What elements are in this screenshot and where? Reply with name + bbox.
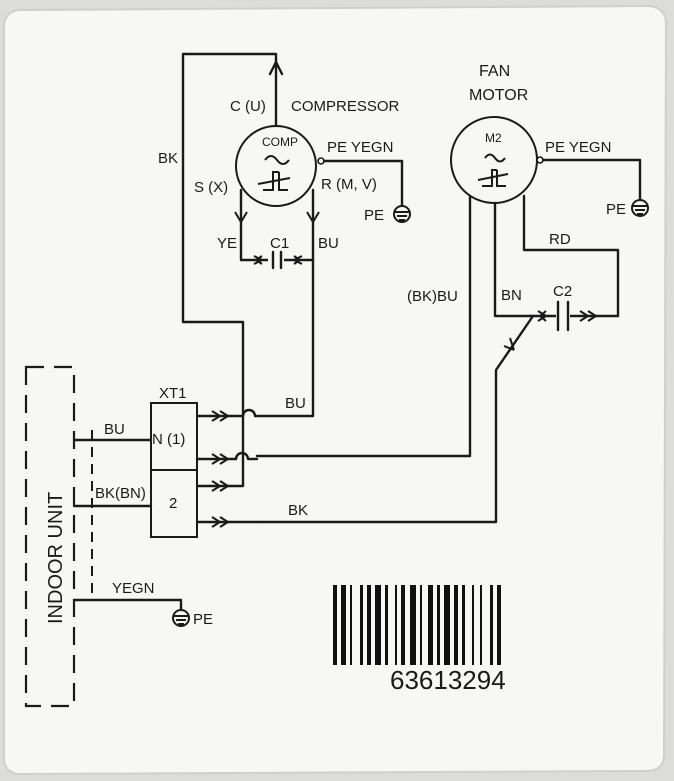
compressor-tilde — [264, 155, 290, 165]
barcode-bar — [395, 585, 397, 665]
indoor-unit-box: INDOOR UNIT — [24, 365, 76, 708]
barcode — [333, 585, 501, 665]
wire-bn-fan — [493, 201, 532, 318]
compressor-ground-icon — [393, 205, 411, 223]
wire-yegn-indoor-label: YEGN — [112, 580, 155, 597]
junction-arrow — [503, 337, 515, 351]
wire-c2-junction — [256, 314, 535, 524]
barcode-bar — [420, 585, 422, 665]
compressor-terminal-c: C (U) — [230, 98, 266, 115]
crossover-row-1 — [241, 408, 258, 418]
c2-label: C2 — [553, 283, 572, 300]
wire-bk-bu-label: (BK)BU — [407, 288, 458, 305]
xt1-terminal-1: N (1) — [152, 431, 185, 448]
barcode-bar — [401, 585, 405, 665]
xt1-arrows-4 — [211, 516, 230, 528]
xt1-arrows-3 — [211, 480, 230, 492]
barcode-bar — [454, 585, 458, 665]
wire-bk-bottom-label: BK — [288, 502, 308, 519]
compressor-group: COMP COMPRESSOR C (U) S (X) R (M, V) PE … — [194, 60, 411, 262]
capacitor-c1: C1 — [239, 235, 315, 270]
indoor-ground-label: PE — [193, 611, 213, 628]
fan-motor-pe-wire — [541, 158, 642, 202]
barcode-bar — [333, 585, 337, 665]
wire-yegn-indoor — [72, 598, 183, 612]
compressor-pe-label: PE YEGN — [327, 139, 393, 156]
fan-motor-ground-label: PE — [606, 201, 626, 218]
wire-ye-label: YE — [217, 235, 237, 252]
compressor-thermal-diag — [257, 177, 291, 185]
r-lead-arrow — [306, 211, 320, 224]
wire-rd-fan — [522, 194, 620, 318]
compressor-pe-wire — [322, 159, 404, 207]
barcode-bar — [490, 585, 493, 665]
barcode-bar — [444, 585, 450, 665]
wire-bu-indoor-label: BU — [104, 421, 125, 438]
barcode-number: 63613294 — [390, 665, 506, 695]
indoor-unit-label: INDOOR UNIT — [45, 492, 67, 624]
xt1-arrows-2 — [211, 453, 230, 465]
barcode-bar — [472, 585, 474, 665]
c1-label: C1 — [270, 235, 289, 252]
barcode-bar — [497, 585, 501, 665]
compressor-title: COMPRESSOR — [291, 98, 400, 115]
terminal-block-xt1: XT1 N (1) 2 — [150, 385, 198, 538]
barcode-bar — [385, 585, 388, 665]
wire-rd-label: RD — [549, 231, 571, 248]
fan-motor-m2-text: M2 — [485, 131, 502, 145]
compressor-ground-label: PE — [364, 207, 384, 224]
indoor-ground-icon — [172, 609, 190, 627]
wire-bk-top — [181, 52, 278, 488]
compressor-comp-text: COMP — [262, 135, 298, 149]
barcode-bar — [428, 585, 433, 665]
fan-motor-pe-label: PE YEGN — [545, 139, 611, 156]
s-lead-arrow — [234, 211, 248, 224]
capacitor-c2: C2 — [528, 283, 598, 332]
xt1-label: XT1 — [159, 385, 187, 402]
barcode-bar — [462, 585, 465, 665]
wire-bu-xt-label: BU — [285, 395, 306, 412]
wire-bk-bn-indoor-label: BK(BN) — [95, 485, 146, 502]
wire-bn-label: BN — [501, 287, 522, 304]
fan-motor-title-1: FAN — [479, 63, 510, 80]
barcode-bar — [360, 585, 363, 665]
barcode-bar — [341, 585, 346, 665]
label-sheet — [3, 4, 668, 776]
barcode-bar — [375, 585, 381, 665]
barcode-bar — [367, 585, 371, 665]
fan-motor-ground-icon — [631, 199, 649, 217]
barcode-bar — [437, 585, 440, 665]
barcode-bar — [480, 585, 482, 665]
xt1-terminal-2: 2 — [169, 495, 177, 512]
xt1-arrows-1 — [211, 410, 230, 422]
wire-bk-bu-fan — [255, 194, 472, 458]
fan-motor-thermal-diag — [477, 173, 509, 181]
wire-bu-c1-label: BU — [318, 235, 339, 252]
compressor-terminal-r: R (M, V) — [321, 176, 377, 193]
compressor-terminal-s: S (X) — [194, 179, 228, 196]
crossover-row-2 — [234, 451, 259, 461]
fan-motor-tilde — [484, 153, 506, 163]
wire-bu-r — [254, 258, 315, 418]
wire-bk-top-label: BK — [158, 150, 178, 167]
barcode-bar — [350, 585, 352, 665]
fan-motor-title-2: MOTOR — [469, 87, 528, 104]
barcode-bar — [410, 585, 416, 665]
